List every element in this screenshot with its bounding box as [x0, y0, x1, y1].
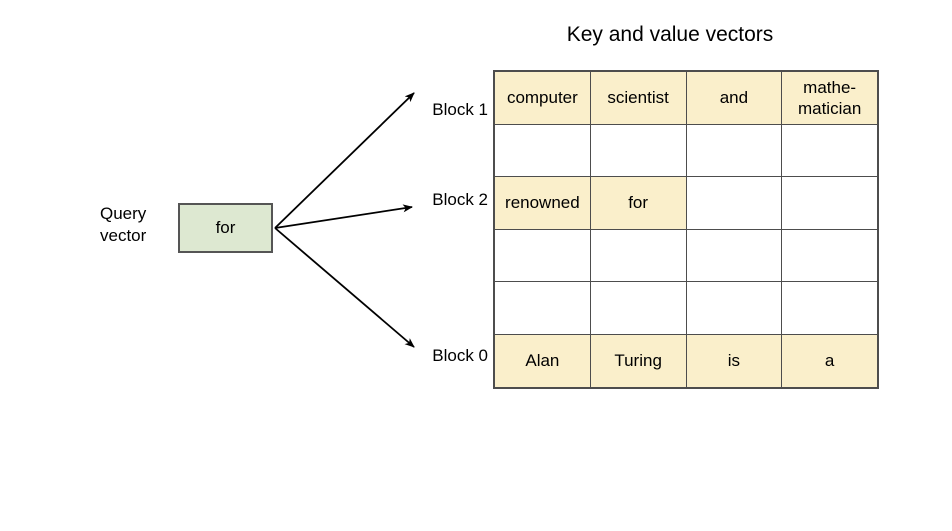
- kv-table-body: computer scientist and mathe- matician renow…: [493, 70, 879, 389]
- table-row: Alan Turing is a: [493, 333, 879, 389]
- table-row: [493, 281, 879, 335]
- table-row: [493, 123, 879, 178]
- table-cell-empty[interactable]: [781, 176, 879, 230]
- table-row: computer scientist and mathe- matician: [493, 70, 879, 125]
- table-cell-token[interactable]: a: [781, 333, 879, 389]
- query-vector-label: Query vector: [100, 203, 174, 247]
- table-row: renowned for: [493, 176, 879, 230]
- table-cell-token[interactable]: mathe- matician: [781, 70, 879, 125]
- table-cell-empty[interactable]: [685, 281, 783, 335]
- table-cell-token[interactable]: and: [685, 70, 783, 125]
- table-cell-empty[interactable]: [493, 228, 591, 283]
- query-vector-label-line2: vector: [100, 226, 147, 245]
- arrow-to-block-1: [274, 92, 415, 229]
- cell-text: a: [824, 351, 835, 371]
- cell-text: and: [719, 88, 749, 108]
- block-label-block-2: Block 2: [432, 190, 488, 209]
- table-row: [493, 228, 879, 283]
- table-cell-token[interactable]: is: [685, 333, 783, 389]
- block-label-block-0: Block 0: [432, 346, 488, 365]
- table-cell-empty[interactable]: [685, 123, 783, 178]
- cell-text: renowned: [505, 193, 580, 213]
- arrow-to-block-0: [274, 227, 415, 348]
- table-cell-empty[interactable]: [685, 176, 783, 230]
- table-cell-empty[interactable]: [493, 281, 591, 335]
- table-cell-empty[interactable]: [781, 228, 879, 283]
- cell-text: mathe- matician: [797, 77, 862, 118]
- table-cell-token[interactable]: Alan: [493, 333, 591, 389]
- query-vector-label-line1: Query: [100, 204, 147, 223]
- table-cell-empty[interactable]: [781, 123, 879, 178]
- query-vector-token: for: [215, 218, 236, 237]
- table-cell-empty[interactable]: [589, 228, 687, 283]
- table-cell-token[interactable]: for: [589, 176, 687, 230]
- table-cell-token[interactable]: computer: [493, 70, 591, 125]
- table-cell-empty[interactable]: [493, 123, 591, 178]
- page-title: Key and value vectors: [566, 23, 774, 46]
- query-vector-box[interactable]: for: [178, 203, 273, 253]
- table-cell-empty[interactable]: [685, 228, 783, 283]
- table-cell-token[interactable]: scientist: [589, 70, 687, 125]
- cell-text: Alan: [525, 351, 560, 371]
- block-label-block-1: Block 1: [432, 100, 488, 119]
- cell-text: scientist: [607, 88, 669, 108]
- table-cell-token[interactable]: renowned: [493, 176, 591, 230]
- table-cell-empty[interactable]: [781, 281, 879, 335]
- table-cell-token[interactable]: Turing: [589, 333, 687, 389]
- cell-text: computer: [506, 88, 578, 108]
- table-cell-empty[interactable]: [589, 123, 687, 178]
- key-value-vectors-table: computer scientist and mathe- matician renow…: [493, 70, 879, 389]
- cell-text: is: [727, 351, 741, 371]
- cell-text: Turing: [614, 351, 662, 371]
- cell-text: for: [628, 193, 649, 213]
- arrow-to-block-2: [274, 204, 413, 229]
- table-cell-empty[interactable]: [589, 281, 687, 335]
